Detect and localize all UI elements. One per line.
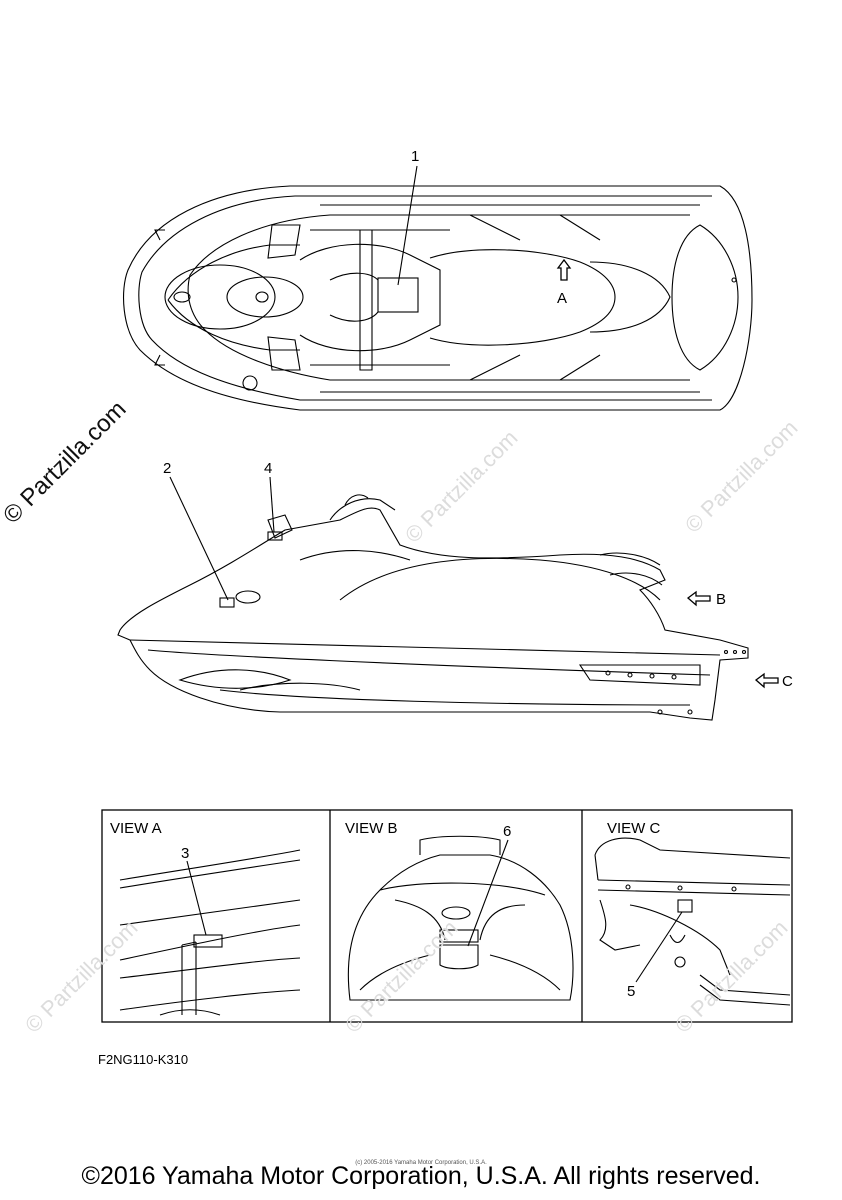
arrow-label-a: A	[557, 290, 568, 307]
view-a-label: VIEW A	[110, 820, 162, 837]
callout-6: 6	[503, 823, 512, 840]
view-c-art	[594, 837, 791, 1006]
callout-5: 5	[627, 983, 636, 1000]
arrow-label-b: B	[716, 591, 727, 608]
copyright-notice: ©2016 Yamaha Motor Corporation, U.S.A. A…	[81, 1162, 761, 1190]
view-b-label: VIEW B	[345, 820, 398, 837]
arrow-label-c: C	[782, 673, 793, 690]
callout-2: 2	[163, 460, 172, 477]
tiny-copyright: (c) 2005-2016 Yamaha Motor Corporation, …	[355, 1160, 487, 1166]
callout-4: 4	[264, 460, 273, 477]
view-c-label: VIEW C	[607, 820, 661, 837]
top-view-watercraft	[123, 165, 753, 411]
views-panel	[101, 809, 793, 1023]
callout-3: 3	[181, 845, 190, 862]
side-view-watercraft	[117, 476, 779, 721]
callout-1: 1	[411, 148, 420, 165]
part-number: F2NG110-K310	[98, 1052, 189, 1067]
view-a-art	[119, 849, 301, 1016]
view-b-art	[347, 835, 574, 1001]
